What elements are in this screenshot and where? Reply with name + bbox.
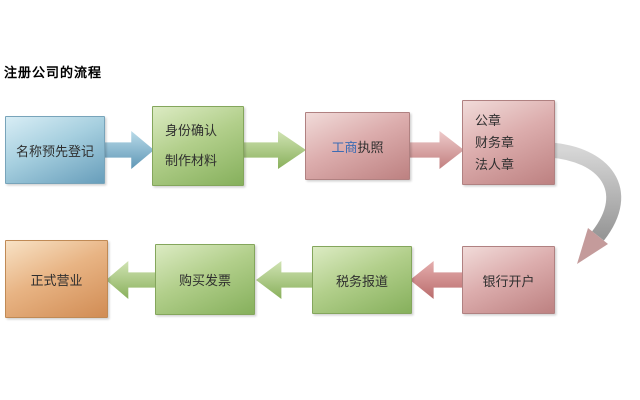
left-arrow-icon	[106, 261, 157, 299]
flow-box-buy-invoices: 购买发票	[155, 244, 255, 315]
flow-box-label: 正式营业	[30, 272, 83, 288]
gongshang-link[interactable]: 工商	[331, 139, 358, 155]
flow-box-label: 银行开户	[482, 273, 535, 289]
flow-box-line: 身份确认	[165, 123, 218, 138]
flow-box-label: 购买发票	[178, 273, 231, 288]
right-arrow-icon	[102, 131, 154, 169]
license-suffix-label: 执照	[357, 139, 384, 155]
flow-box-name-preregistration: 名称预先登记	[5, 116, 105, 184]
flow-box-line: 财务章	[475, 134, 515, 150]
flow-box-line: 制作材料	[165, 153, 218, 168]
flow-box-line: 法人章	[475, 156, 515, 172]
flow-box-official-opening: 正式营业	[5, 240, 108, 318]
flow-box-bank-account: 银行开户	[462, 246, 555, 314]
page-title: 注册公司的流程	[4, 65, 103, 80]
left-arrow-icon	[256, 261, 314, 299]
flow-box-line: 公章	[475, 112, 502, 128]
right-arrow-icon	[408, 131, 464, 169]
flow-box-seals: 公章 财务章 法人章	[462, 100, 555, 185]
flow-box-label: 工商执照	[331, 137, 383, 156]
flow-box-tax-registration: 税务报道	[312, 246, 412, 314]
flow-box-label: 税务报道	[335, 273, 388, 289]
flow-box-business-license: 工商执照	[305, 112, 410, 180]
curved-down-arrow-icon	[549, 142, 622, 264]
left-arrow-icon	[410, 261, 464, 299]
right-arrow-icon	[242, 131, 306, 169]
flow-box-identity-materials: 身份确认 制作材料	[152, 106, 244, 186]
flow-box-label: 名称预先登记	[15, 143, 94, 159]
